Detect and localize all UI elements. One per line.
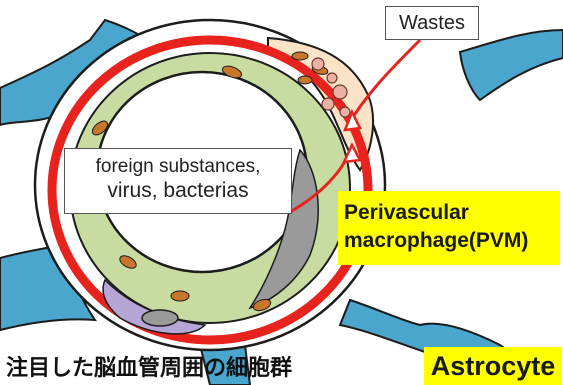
pvm-line1: Perivascular (344, 199, 560, 227)
japanese-caption: 注目した脳血管周囲の細胞群 (6, 350, 292, 382)
foreign-substances-line1: foreign substances, (65, 155, 291, 179)
astrocyte-label: Astrocyte (424, 347, 562, 385)
foreign-substances-label: foreign substances, virus, bacterias (64, 148, 292, 214)
wastes-text: Wastes (399, 12, 465, 35)
astrocyte-text: Astrocyte (431, 351, 556, 382)
pvm-line2: macrophage(PVM) (344, 227, 560, 255)
wastes-label: Wastes (385, 6, 479, 40)
pvm-label: Perivascular macrophage(PVM) (338, 191, 560, 265)
pericyte-nucleus (142, 310, 178, 326)
foreign-substances-line2: virus, bacterias (65, 179, 291, 203)
